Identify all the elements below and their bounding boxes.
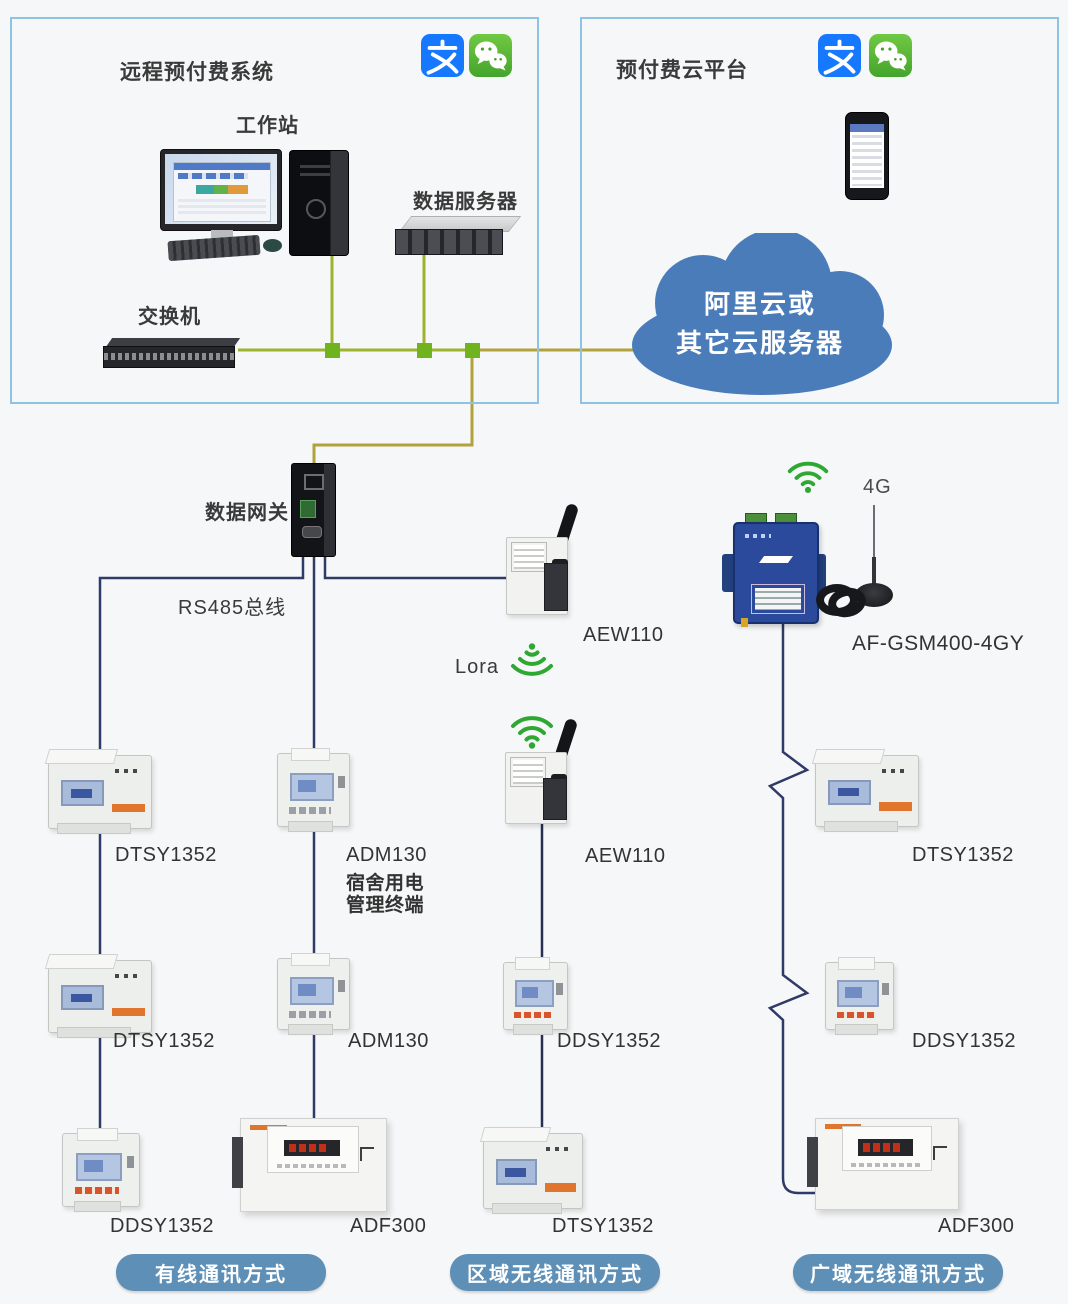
alipay-icon (818, 34, 861, 77)
regional-wireless-comm-pill: 区域无线通讯方式 (450, 1254, 660, 1291)
data-gateway-label: 数据网关 (205, 502, 289, 524)
af-gsm400-modem (722, 513, 826, 627)
right-box-title: 预付费云平台 (616, 59, 748, 82)
data-server-label: 数据服务器 (413, 191, 518, 213)
lora-label: Lora (455, 656, 500, 678)
lan-node (325, 343, 340, 358)
meter-label: ADM130 (346, 844, 427, 866)
rs485-left-line (98, 552, 305, 1172)
meter-adf300 (807, 1118, 959, 1210)
meter-label: DTSY1352 (113, 1030, 215, 1052)
aew110-mid-label: AEW110 (585, 845, 666, 867)
workstation-label: 工作站 (236, 115, 299, 137)
prepaid-cloud-platform-box (580, 17, 1059, 404)
wechat-icon (469, 34, 512, 77)
antenna-cable-coil (816, 582, 869, 621)
data-server (395, 216, 525, 256)
lan-to-gateway-line (312, 350, 474, 464)
workstation-mouse (263, 239, 282, 252)
aew110-top-label: AEW110 (583, 624, 664, 646)
meter-desc: 宿舍用电 (346, 873, 425, 894)
meter-ddsy1352 (503, 957, 568, 1035)
meter-ddsy1352 (62, 1128, 140, 1212)
remote-prepaid-system-box (10, 17, 539, 404)
rs485-right-line (323, 552, 506, 580)
meter-label: DTSY1352 (912, 844, 1014, 866)
lan-node (417, 343, 432, 358)
meter-label: DDSY1352 (110, 1215, 215, 1237)
4g-label: 4G (863, 476, 892, 498)
gsm-model-label: AF-GSM400-4GY (852, 632, 1025, 655)
meter-label: DTSY1352 (552, 1215, 654, 1237)
workstation-monitor (160, 149, 282, 246)
meter-adm130 (277, 748, 350, 832)
meter-dtsy1352 (479, 1127, 583, 1214)
meter-label: DDSY1352 (557, 1030, 662, 1052)
wifi-signal-icon (783, 452, 833, 496)
gsm-column-line (767, 622, 817, 1195)
wifi-signal-icon (506, 706, 558, 750)
alipay-icon (421, 34, 464, 77)
data-gateway (291, 463, 336, 557)
switch-label: 交换机 (138, 306, 201, 328)
lan-node (465, 343, 480, 358)
meter-ddsy1352 (825, 957, 894, 1035)
meter-label: DDSY1352 (912, 1030, 1017, 1052)
network-switch (103, 338, 241, 368)
meter-dtsy1352 (44, 954, 152, 1038)
cloud-shape (632, 233, 892, 395)
meter-label: DTSY1352 (115, 844, 217, 866)
meter-label: ADF300 (938, 1215, 1015, 1237)
wired-comm-pill: 有线通讯方式 (116, 1254, 326, 1291)
cloud-text-line2: 其它云服务器 (675, 328, 844, 358)
wechat-icon (869, 34, 912, 77)
wide-area-wireless-comm-pill: 广域无线通讯方式 (793, 1254, 1003, 1291)
mobile-phone (845, 112, 889, 200)
lora-signal-icon (506, 642, 558, 686)
meter-adm130 (277, 953, 350, 1035)
meter-dtsy1352 (811, 749, 919, 832)
meter-label: ADM130 (348, 1030, 429, 1052)
meter-adf300 (232, 1118, 387, 1212)
cloud-text-line1: 阿里云或 (703, 289, 816, 319)
workstation-tower (289, 150, 349, 256)
meter-dtsy1352 (44, 749, 152, 834)
4g-whip-antenna (855, 505, 893, 607)
meter-desc: 管理终端 (346, 895, 425, 916)
rs485-bus-label: RS485总线 (178, 597, 287, 619)
meter-label: ADF300 (350, 1215, 427, 1237)
aew110-radio-mid (505, 717, 583, 828)
aew110-radio-top (506, 502, 584, 617)
left-box-title: 远程预付费系统 (120, 61, 274, 84)
